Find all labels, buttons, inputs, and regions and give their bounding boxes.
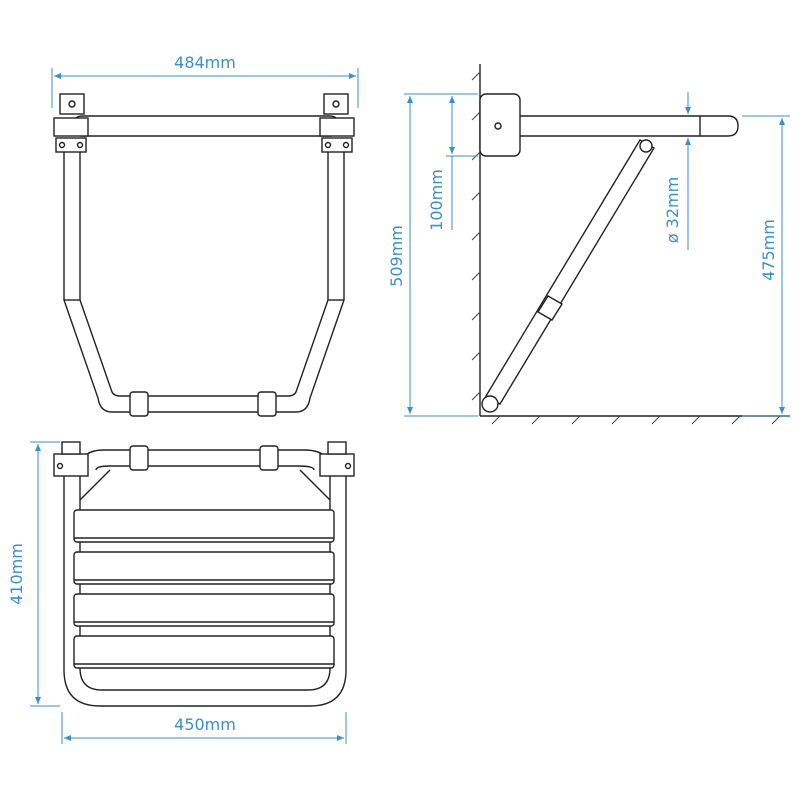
dimension-seat-depth: 410mm xyxy=(7,441,60,707)
seat-depth-label: 410mm xyxy=(7,543,26,605)
top-width-label: 484mm xyxy=(174,53,236,72)
wall xyxy=(471,64,481,416)
seat-height-label: 475mm xyxy=(759,219,778,281)
side-wall-bracket xyxy=(479,93,521,157)
floor xyxy=(480,415,790,425)
front-view: 484mm xyxy=(51,53,359,417)
seat-slats xyxy=(73,509,335,669)
dimension-seat-height: 475mm xyxy=(742,115,790,417)
plan-view: 410mm 450mm xyxy=(7,441,355,744)
dimension-bottom-width: 450mm xyxy=(61,712,347,744)
side-view: 509mm 100mm ø 32mm 475mm xyxy=(387,64,790,425)
dimension-tube-diameter: ø 32mm xyxy=(663,92,691,250)
tube-diameter-label: ø 32mm xyxy=(663,177,682,243)
bottom-width-label: 450mm xyxy=(174,715,236,734)
side-height-label: 509mm xyxy=(387,225,406,287)
dimension-bracket-height: 100mm xyxy=(427,93,478,231)
support-leg xyxy=(481,139,655,413)
left-wall-bracket xyxy=(53,93,89,153)
right-wall-bracket xyxy=(319,93,355,153)
dimension-top-width: 484mm xyxy=(51,53,359,108)
front-frame xyxy=(63,152,345,417)
bracket-height-label: 100mm xyxy=(427,169,446,231)
dimension-side-height: 509mm xyxy=(387,93,478,417)
